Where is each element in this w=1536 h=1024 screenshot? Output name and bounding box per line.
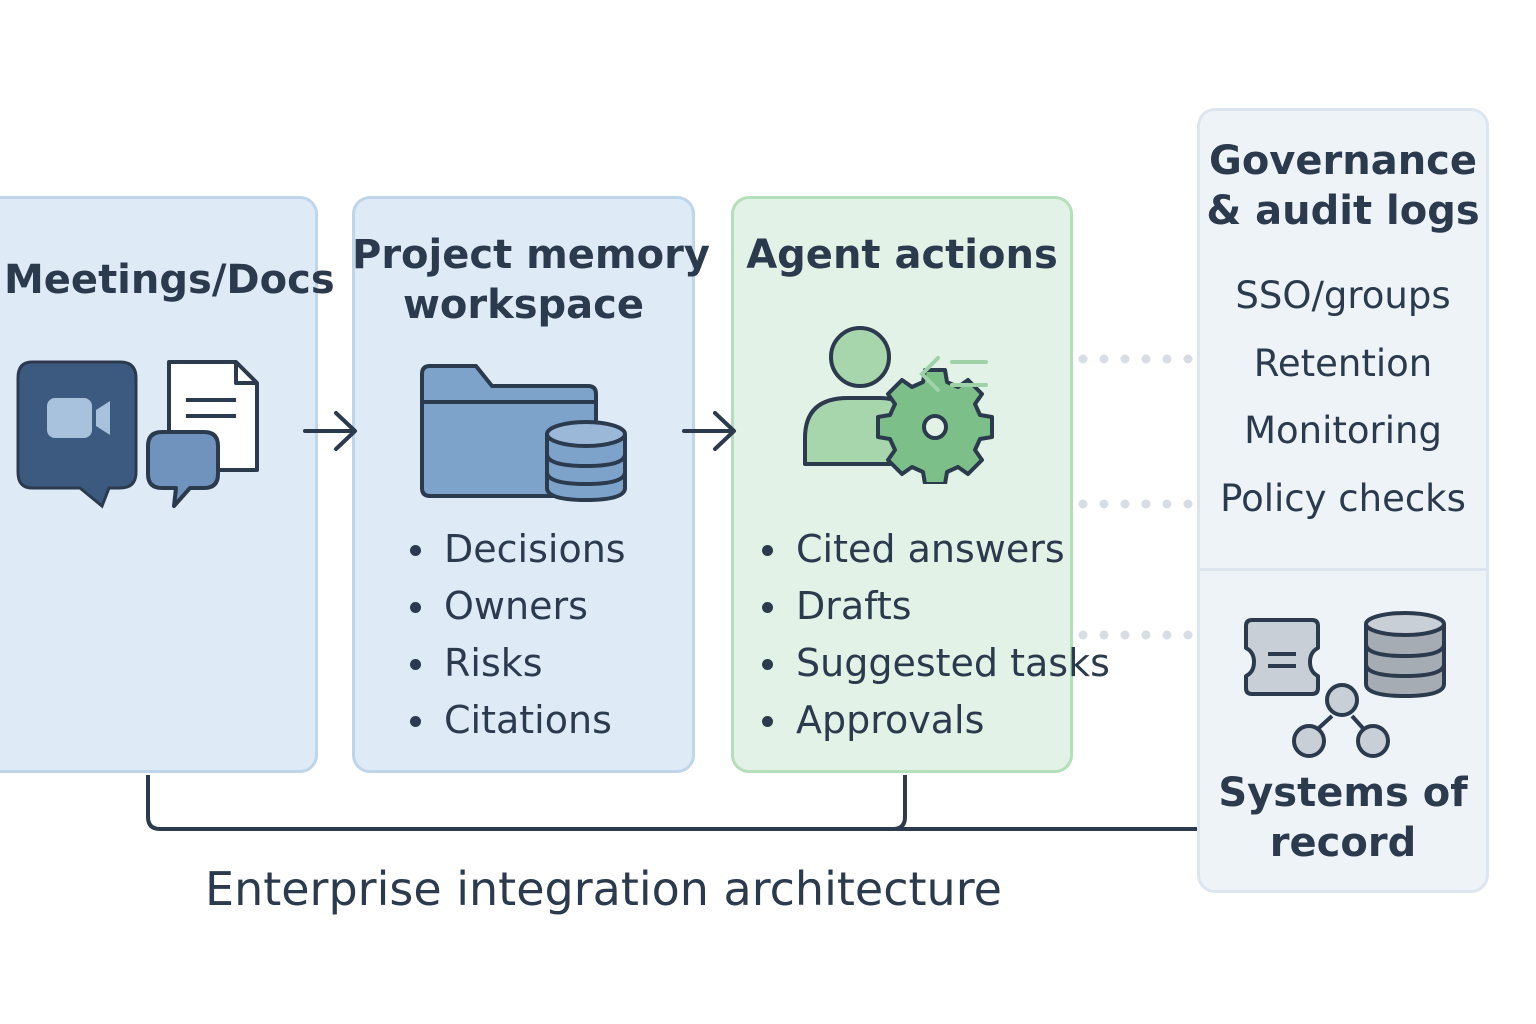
database-icon (1364, 611, 1446, 699)
dotted-connector-2 (1078, 499, 1193, 509)
systems-title-line2: record (1269, 820, 1417, 866)
list-item: Citations (410, 692, 626, 749)
chat-bubble-icon (146, 430, 220, 508)
agent-bracket-drop (892, 775, 907, 831)
memory-icon-group (420, 364, 627, 503)
list-item: Suggested tasks (762, 635, 1110, 692)
database-icon (545, 420, 627, 503)
governance-item: Policy checks (1220, 477, 1466, 520)
governance-panel (1197, 108, 1489, 893)
governance-item: Monitoring (1244, 409, 1442, 452)
list-item: Risks (410, 635, 626, 692)
dotted-connector-3 (1078, 630, 1193, 640)
bottom-bracket-line (146, 775, 1197, 831)
agent-actions-panel (731, 196, 1073, 773)
meetings-docs-title: Meetings/Docs (4, 257, 335, 303)
dotted-connector-1 (1078, 354, 1193, 364)
project-memory-panel (352, 196, 695, 773)
governance-title-line1: Governance (1208, 138, 1478, 184)
gear-icon (876, 368, 994, 484)
project-memory-title-line2: workspace (402, 282, 645, 328)
governance-title: Governance & audit logs (1200, 136, 1486, 236)
agent-items-list: Cited answers Drafts Suggested tasks App… (762, 521, 1110, 749)
agent-actions-title: Agent actions (746, 232, 1058, 278)
governance-item: Retention (1253, 342, 1433, 385)
project-memory-title-line1: Project memory (352, 232, 710, 278)
list-item: Drafts (762, 578, 1110, 635)
arrow-meetings-to-memory (303, 411, 357, 451)
memory-items-list: Decisions Owners Risks Citations (410, 521, 626, 749)
architecture-label: Enterprise integration architecture (205, 862, 1002, 916)
meetings-docs-icon-group (16, 360, 259, 509)
project-memory-title: Project memory workspace (352, 230, 710, 330)
governance-item: SSO/groups (1235, 274, 1451, 317)
list-item: Approvals (762, 692, 1110, 749)
governance-divider (1200, 568, 1486, 571)
arrow-memory-to-agent (682, 411, 736, 451)
systems-title-line1: Systems of (1218, 770, 1468, 816)
network-icon (1292, 683, 1390, 758)
list-item: Owners (410, 578, 626, 635)
governance-title-line2: & audit logs (1206, 188, 1480, 234)
dotted-connectors (1078, 354, 1193, 640)
server-icon (1244, 618, 1320, 696)
agent-icon-group (803, 326, 994, 484)
code-lines-icon (919, 356, 988, 392)
systems-of-record-title: Systems of record (1200, 768, 1486, 868)
systems-icon-group (1244, 611, 1446, 758)
list-item: Cited answers (762, 521, 1110, 578)
video-call-icon (16, 360, 138, 509)
list-item: Decisions (410, 521, 626, 578)
